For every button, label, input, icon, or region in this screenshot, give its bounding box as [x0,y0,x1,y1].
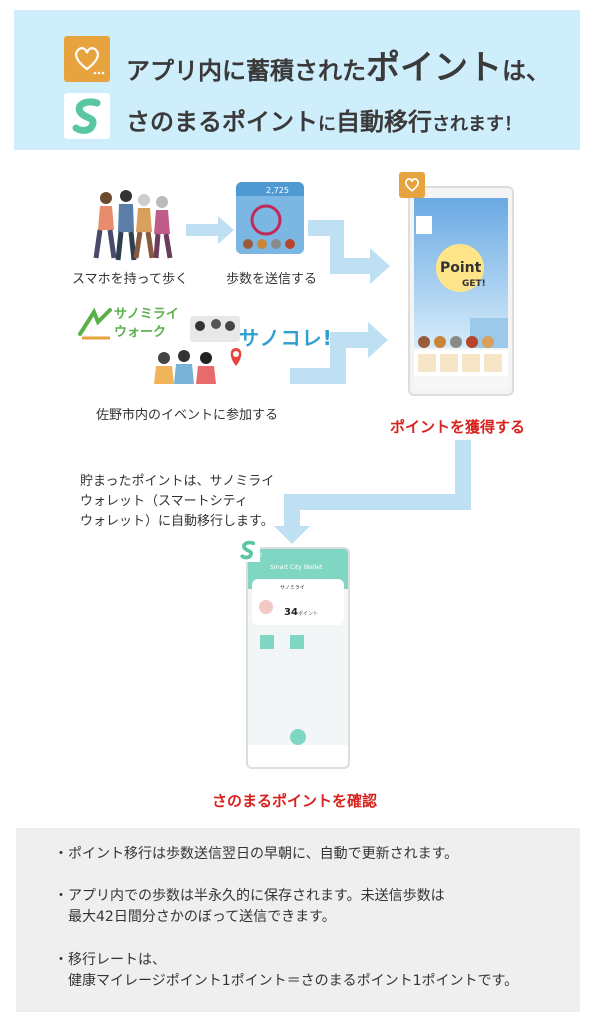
banner-headline-2: さのまるポイントに自動移行されます！ [126,108,522,136]
note-rate-cont: 健康マイレージポイント1ポイント＝さのまるポイント1ポイントです。 [68,973,519,989]
wallet-brand: サノミライ [280,585,305,591]
note-steps-storage-cont: 最大42日間分さかのぼって送信できます。 [68,909,336,925]
point-text: Point [440,260,482,276]
note-steps-storage: ・アプリ内での歩数は半永久的に保存されます。未送信歩数は [54,888,445,904]
wallet-title: Smart City Wallet [270,564,323,571]
banner-headline-1: アプリ内に蓄積されたポイントは、 [126,48,550,88]
wallet-points: 34 [284,607,298,618]
wallet-points-unit: ポイント [298,610,318,617]
sanomirai-walk-text: サノミライ ウォーク [114,307,179,340]
steps-screen-thumbnail: 2,725 [236,182,304,254]
walking-people-illustration [86,188,182,262]
get-text: GET! [462,279,486,289]
notes-box: ・ポイント移行は歩数送信翌日の早朝に、自動で更新されます。 ・アプリ内での歩数は… [16,828,580,1012]
header-banner: アプリ内に蓄積されたポイントは、 さのまるポイントに自動移行されます！ [14,10,580,150]
walk-label: スマホを持って歩く [72,272,188,287]
sanomaru-s-icon [64,93,110,139]
sanokore-logo: サノコレ! [239,326,333,350]
sanomirai-walk-logo [76,302,166,346]
steps-label: 歩数を送信する [226,272,318,287]
wallet-app-screen: 6:47 Smart City Wallet サノミライ 34 ポイント [246,547,350,769]
point-get-label: ポイントを獲得する [390,418,526,436]
event-label: 佐野市内のイベントに参加する [96,408,279,423]
auto-transfer-text: 貯まったポイントは、サノミライ ウォレット（スマートシティ ウォレット）に自動移… [80,474,275,529]
note-rate: ・移行レートは、 [54,952,166,968]
wallet-s-badge-icon [236,538,260,562]
heart-badge-icon [399,172,425,198]
heart-app-icon [64,36,110,82]
note-transfer-timing: ・ポイント移行は歩数送信翌日の早朝に、自動で更新されます。 [54,846,459,862]
event-people-illustration [150,312,250,388]
confirm-points-label: さのまるポイントを確認 [212,792,378,810]
point-app-screen: Point GET! [408,186,514,396]
steps-count-text: 2,725 [266,186,289,195]
